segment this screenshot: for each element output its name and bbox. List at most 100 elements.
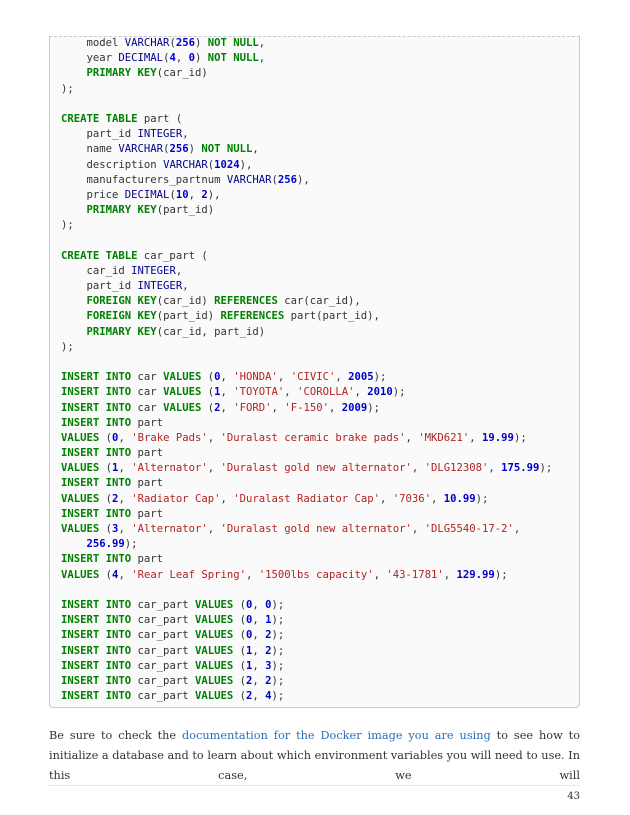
code-token: ,: [246, 568, 259, 581]
code-token: (: [233, 659, 246, 672]
code-token: car_part: [131, 644, 195, 657]
code-token: ,: [118, 568, 132, 581]
code-token: ,: [175, 264, 183, 277]
code-token: 1: [246, 644, 253, 657]
code-token: car_part: [131, 690, 195, 703]
code-token: 175.99: [501, 462, 540, 475]
code-token: ,: [258, 37, 266, 49]
code-token: ,: [469, 431, 483, 444]
code-token: ,: [118, 523, 132, 535]
code-token: part: [131, 553, 164, 566]
code-token: ),: [207, 188, 221, 201]
code-token: 256: [175, 37, 195, 49]
code-line: PRIMARY KEY(part_id): [61, 203, 552, 218]
code-token: NOT NULL: [207, 52, 259, 65]
code-token: INSERT INTO: [61, 507, 132, 520]
code-token: ,: [252, 143, 259, 156]
page-number: 43: [567, 791, 580, 802]
code-line: price DECIMAL(10, 2),: [61, 188, 552, 203]
code-line: INSERT INTO car_part VALUES (2, 2);: [61, 674, 552, 689]
code-token: part: [131, 416, 164, 429]
code-token: NOT NULL: [201, 143, 253, 156]
code-token: car: [131, 401, 164, 414]
code-token: );: [271, 690, 285, 703]
code-token: 256: [277, 173, 298, 186]
sql-code-listing: model VARCHAR(256) NOT NULL, year DECIMA…: [61, 36, 552, 704]
code-token: car(car_id),: [277, 295, 361, 308]
code-line: INSERT INTO part: [61, 416, 552, 431]
code-token: car: [131, 386, 164, 399]
code-token: INTEGER: [131, 264, 176, 277]
code-line: INSERT INTO car VALUES (0, 'HONDA', 'CIV…: [61, 370, 552, 385]
code-token: part: [131, 477, 164, 490]
code-token: VALUES: [194, 644, 234, 657]
code-token: ,: [252, 614, 266, 627]
code-line: [61, 97, 552, 112]
code-token: REFERENCES: [214, 295, 278, 308]
code-token: 0: [265, 598, 272, 611]
code-token: 129.99: [456, 568, 495, 581]
code-token: PRIMARY KEY: [86, 204, 157, 217]
code-token: car_part (: [137, 249, 208, 262]
code-token: ,: [405, 431, 419, 444]
code-token: 2005: [348, 371, 374, 384]
code-token: ,: [207, 431, 221, 444]
code-token: (: [207, 158, 215, 171]
code-token: ,: [277, 371, 291, 384]
code-token: (car_id, part_id): [156, 325, 266, 338]
code-token: 19.99: [482, 431, 514, 444]
code-token: ,: [182, 128, 189, 141]
footer-divider: [49, 785, 580, 786]
code-token: 'Brake Pads': [131, 431, 208, 444]
code-token: 3: [112, 523, 119, 535]
code-line: CREATE TABLE car_part (: [61, 249, 552, 264]
code-token: INSERT INTO: [61, 447, 132, 460]
code-token: 'DLG12308': [424, 462, 489, 475]
code-line: );: [61, 82, 552, 97]
code-token: 2: [214, 401, 221, 414]
code-token: (: [233, 629, 246, 642]
code-token: INTEGER: [137, 280, 183, 292]
code-token: PRIMARY KEY: [86, 325, 157, 338]
code-token: (: [201, 401, 215, 414]
code-token: VALUES: [61, 568, 100, 581]
code-token: ,: [252, 690, 266, 703]
code-token: 'Duralast gold new alternator': [220, 523, 412, 535]
code-token: 1: [246, 659, 253, 672]
code-line: INSERT INTO car_part VALUES (0, 1);: [61, 613, 552, 628]
code-token: part (: [137, 112, 183, 125]
code-token: );: [373, 371, 387, 384]
code-line: part_id INTEGER,: [61, 279, 552, 294]
code-token: manufacturers_partnum: [61, 173, 227, 186]
code-token: (: [99, 462, 113, 475]
code-token: ,: [258, 52, 266, 65]
code-token: 0: [246, 629, 253, 642]
code-line: INSERT INTO car_part VALUES (0, 0);: [61, 598, 552, 613]
code-token: VALUES: [163, 386, 202, 399]
code-line: CREATE TABLE part (: [61, 112, 552, 127]
code-token: 1: [112, 462, 119, 475]
code-token: ,: [252, 659, 266, 672]
code-token: (car_id): [156, 67, 208, 80]
code-token: (: [233, 598, 246, 611]
code-token: VALUES: [194, 598, 234, 611]
code-line: PRIMARY KEY(car_id, part_id): [61, 325, 552, 340]
code-token: '43-1781': [386, 568, 444, 581]
code-token: DECIMAL: [118, 52, 164, 65]
code-token: '1500lbs capacity': [258, 568, 374, 581]
code-token: 0: [112, 431, 119, 444]
code-token: (: [233, 690, 246, 703]
code-token: car_part: [131, 614, 195, 627]
code-token: part: [131, 507, 164, 520]
code-line: INSERT INTO car_part VALUES (2, 4);: [61, 689, 552, 704]
code-token: ,: [252, 644, 266, 657]
code-token: );: [61, 219, 74, 232]
code-line: [61, 233, 552, 248]
code-token: name: [61, 143, 119, 156]
code-token: REFERENCES: [220, 310, 285, 323]
code-token: INSERT INTO: [61, 690, 132, 703]
code-token: 256.99: [86, 538, 125, 551]
code-token: );: [271, 674, 285, 687]
code-token: (: [201, 371, 215, 384]
docker-docs-link[interactable]: documentation for the Docker image you a…: [182, 729, 491, 742]
